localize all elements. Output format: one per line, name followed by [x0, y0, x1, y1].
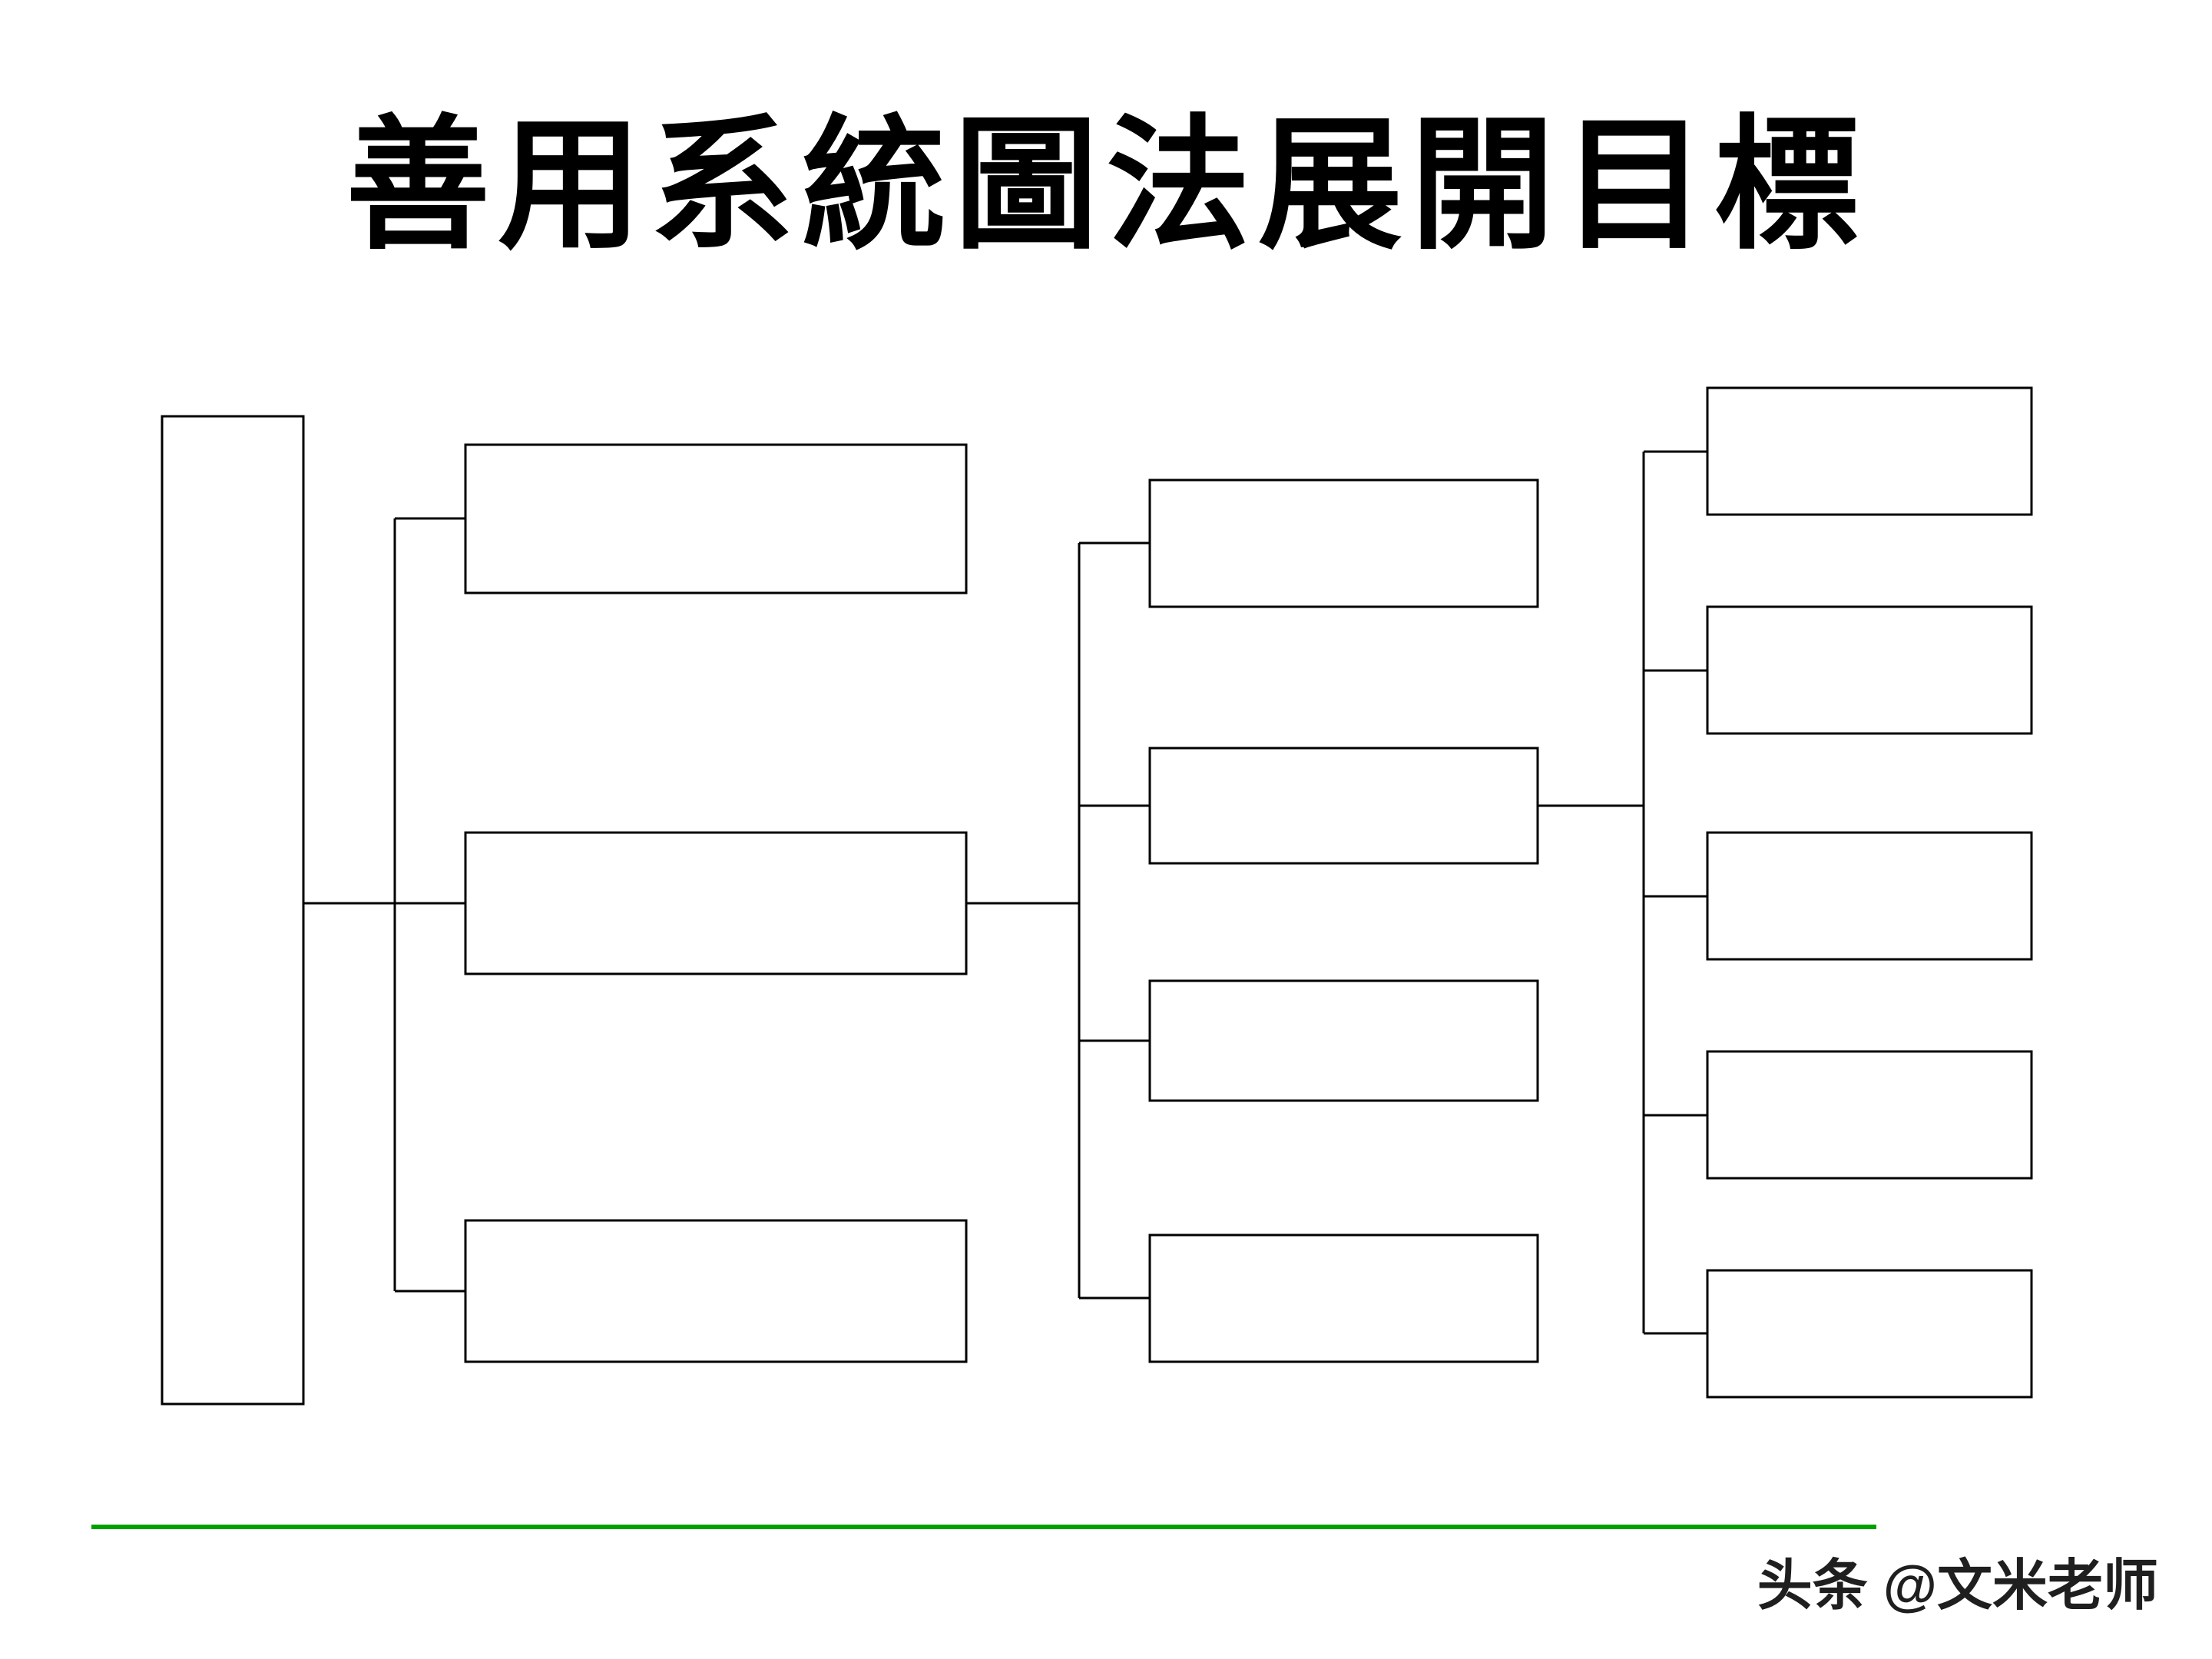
page-title: 善用系統圖法展開目標	[346, 106, 1866, 267]
watermark-text: 头条 @文米老师	[1757, 1555, 2158, 1617]
tree-node-level4-2	[1706, 605, 2033, 735]
tree-node-level2-2	[464, 831, 968, 975]
tree-node-level3-2	[1148, 747, 1539, 865]
tree-node-level2-1	[464, 443, 968, 594]
tree-node-level3-4	[1148, 1233, 1539, 1363]
tree-node-level3-1	[1148, 478, 1539, 608]
tree-node-level2-3	[464, 1219, 968, 1363]
tree-node-level4-1	[1706, 386, 2033, 516]
tree-node-level4-4	[1706, 1050, 2033, 1180]
tree-node-level4-5	[1706, 1269, 2033, 1399]
tree-node-level3-3	[1148, 979, 1539, 1102]
tree-node-level1-1	[161, 415, 305, 1406]
tree-node-level4-3	[1706, 831, 2033, 961]
